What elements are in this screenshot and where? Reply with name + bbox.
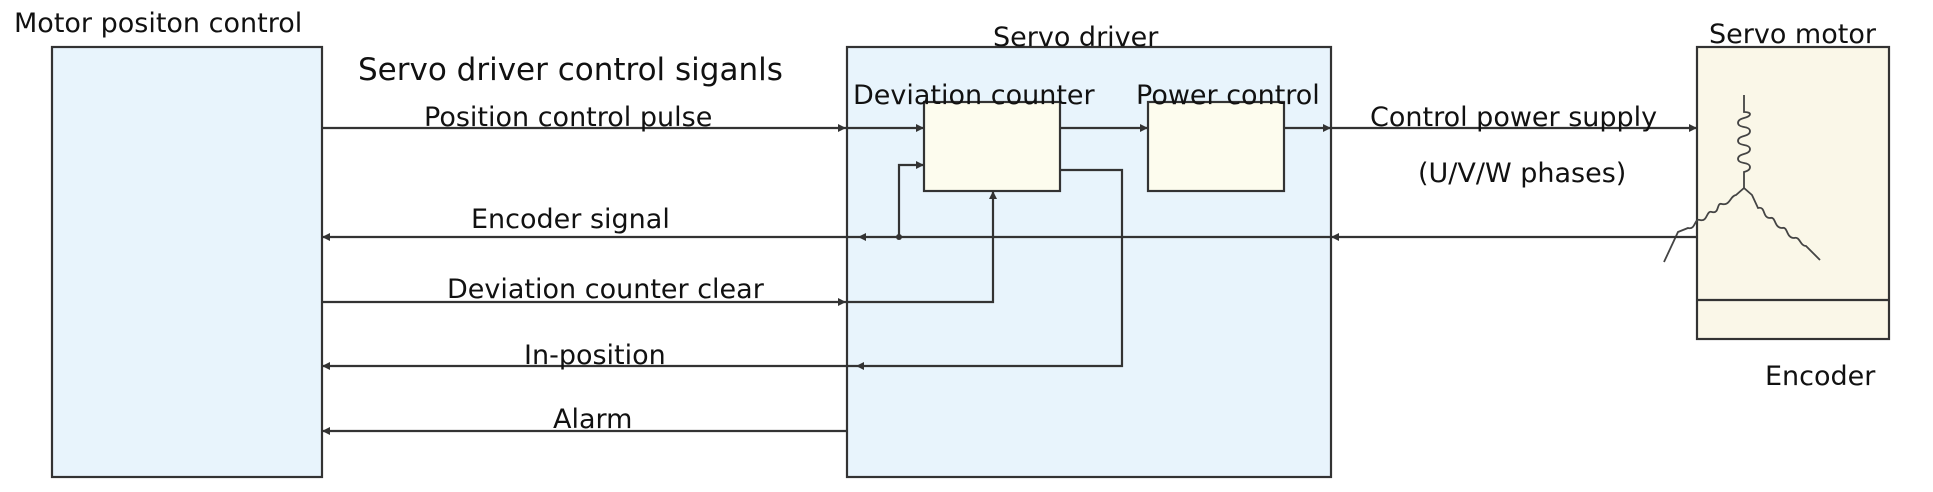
deviation-counter-label: Deviation counter [853,80,1096,111]
alarm-label: Alarm [553,404,632,435]
power-control-block [1146,100,1286,193]
deviation-counter-clear-label: Deviation counter clear [447,274,765,305]
position-control-pulse-line [322,124,924,132]
alarm-line [322,427,847,435]
power-supply-line [1284,124,1697,132]
control-power-supply-label: Control power supply [1370,102,1657,133]
signals-heading: Servo driver control siganls [358,52,783,88]
servo-motor-title: Servo motor [1709,19,1877,50]
servo-motor-box [1695,45,1891,341]
in-position-label: In-position [524,340,666,371]
controller-title: Motor positon control [14,8,302,39]
servo-driver-title: Servo driver [993,22,1159,53]
deviation-counter-block [922,100,1062,193]
three-phase-winding-icon [1663,95,1821,263]
encoder-signal-label: Encoder signal [471,204,670,235]
uvw-phases-label: (U/V/W phases) [1418,158,1626,189]
motor-position-controller-box [50,45,324,479]
deviation-to-power-line [1060,124,1148,132]
encoder-signal-line [322,161,1697,241]
position-control-pulse-label: Position control pulse [424,102,712,133]
deviation-counter-clear-line [322,191,997,306]
power-control-label: Power control [1136,80,1320,111]
in-position-line [322,168,1124,370]
encoder-label: Encoder [1765,361,1876,392]
